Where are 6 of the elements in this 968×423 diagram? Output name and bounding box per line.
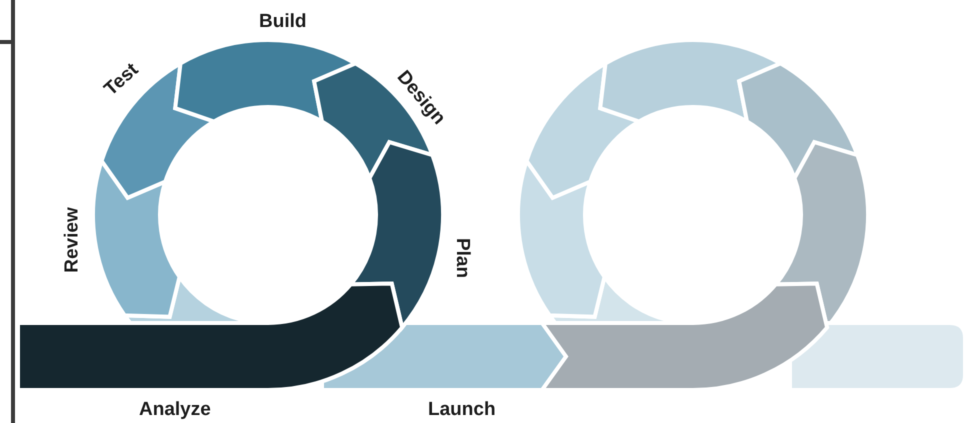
phase-label: Build bbox=[259, 11, 306, 33]
phase-label: Review bbox=[61, 207, 84, 273]
phase-label: Plan bbox=[451, 238, 474, 278]
phase-label: Launch bbox=[428, 399, 496, 421]
phase-label: Test bbox=[100, 59, 144, 101]
phase-label: Analyze bbox=[139, 399, 211, 421]
